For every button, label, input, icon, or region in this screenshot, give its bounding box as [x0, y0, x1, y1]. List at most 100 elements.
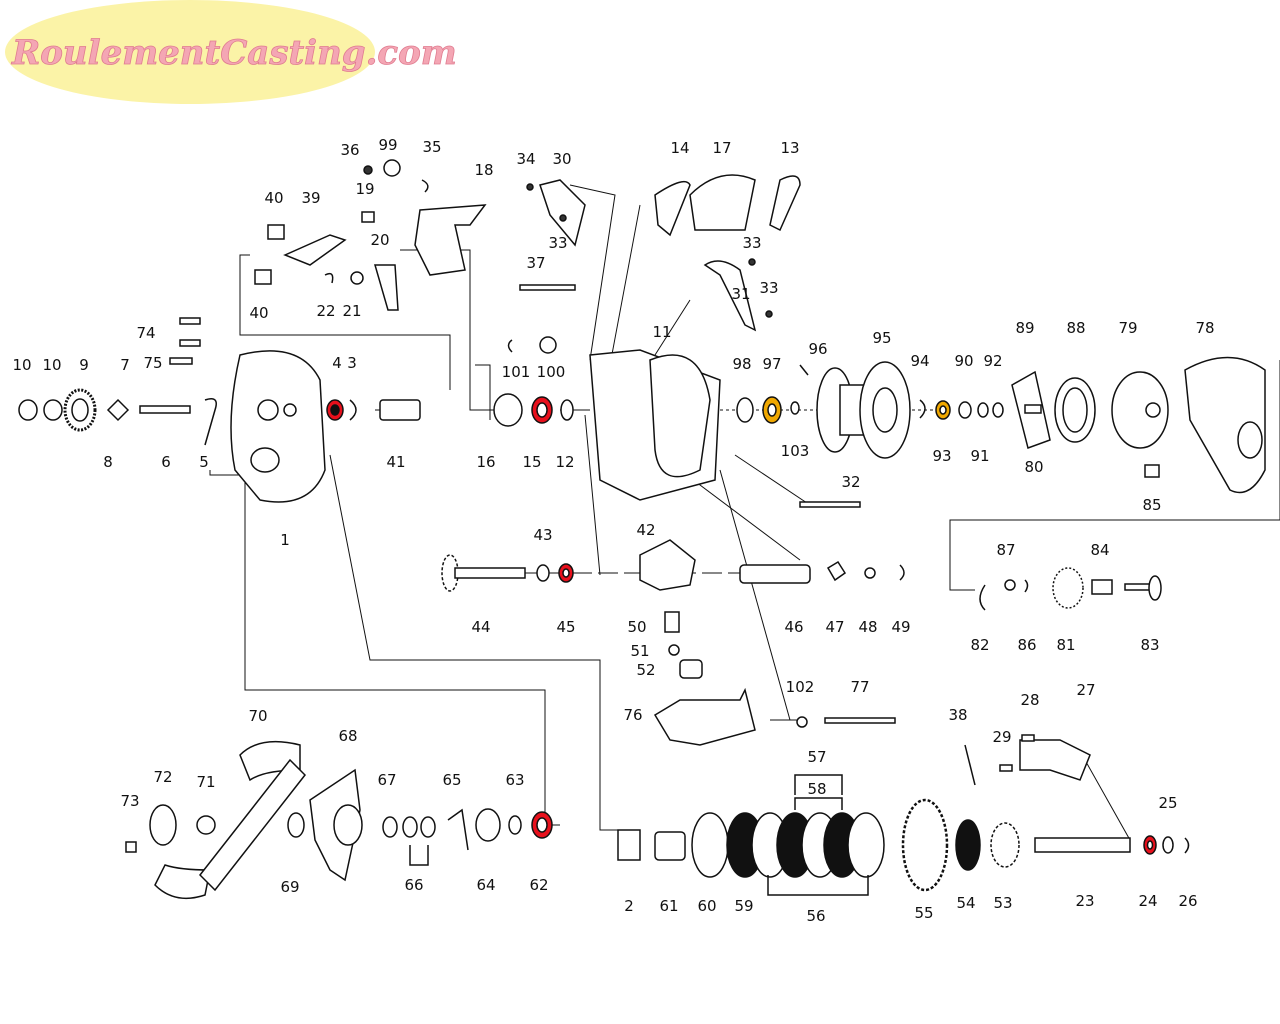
bearing-45-bore [562, 568, 570, 578]
washer-63 [508, 815, 522, 835]
part-label: 71 [196, 773, 215, 791]
part-label: 38 [948, 706, 967, 724]
screw-33a [559, 214, 567, 222]
part-14 [654, 180, 691, 237]
frame-76 [653, 687, 756, 746]
crank-hub [333, 804, 363, 846]
pawl-50 [664, 611, 680, 633]
part-label: 39 [301, 189, 320, 207]
part-label: 42 [636, 521, 655, 539]
part-label: 3 [347, 354, 357, 372]
part-label: 98 [732, 355, 751, 373]
part-label: 97 [762, 355, 781, 373]
clip-49 [899, 564, 905, 581]
part-label: 67 [377, 771, 396, 789]
bearing-4-bore [330, 404, 340, 416]
washer-43 [536, 564, 550, 582]
sleeve-61 [654, 831, 686, 861]
worm-shaft-44 [454, 567, 526, 579]
washer-10a [18, 399, 38, 421]
leader-line [609, 204, 641, 366]
ratchet-64 [475, 808, 501, 842]
spring-washer-66b [420, 816, 436, 838]
leader-line [584, 414, 601, 576]
part-label: 1 [280, 531, 290, 549]
clip-47 [826, 560, 847, 582]
bearing-93-bore [939, 405, 947, 415]
screw-74b [179, 339, 201, 347]
logo-ellipse [5, 0, 375, 104]
part-label: 28 [1020, 691, 1039, 709]
washer-60 [691, 812, 729, 878]
leader-line [569, 184, 616, 361]
part-label: 33 [759, 279, 778, 297]
part-label: 99 [378, 136, 397, 154]
frame-group [493, 174, 861, 508]
spool-group [736, 356, 1266, 494]
bearing-24-bore [1146, 840, 1154, 850]
plate-20 [374, 264, 399, 311]
part-label: 44 [471, 618, 490, 636]
handle-arm-70 [199, 758, 306, 892]
washer-21 [350, 271, 364, 285]
part-label: 59 [734, 897, 753, 915]
part-label: 32 [841, 473, 860, 491]
part-label: 51 [630, 642, 649, 660]
part-label: 15 [522, 453, 541, 471]
part-label: 31 [731, 285, 750, 303]
part-label: 4 [332, 354, 342, 372]
part-label: 86 [1017, 636, 1036, 654]
part-label: 50 [627, 618, 646, 636]
part-label: 35 [422, 138, 441, 156]
drive-group [125, 740, 1190, 900]
part-label: 90 [954, 352, 973, 370]
part-label: 52 [636, 661, 655, 679]
plate-72 [149, 804, 177, 846]
part-label: 70 [248, 707, 267, 725]
part-label: 45 [556, 618, 575, 636]
part-label: 18 [474, 161, 493, 179]
screw-29 [999, 764, 1013, 772]
pin-32 [799, 501, 861, 508]
part-label: 40 [249, 304, 268, 322]
spring-84 [1091, 579, 1113, 595]
part-label: 95 [872, 329, 891, 347]
part-label: 63 [505, 771, 524, 789]
part-label: 100 [537, 363, 566, 381]
bracket-56 [767, 875, 869, 896]
side-plate-knob-hole [1237, 421, 1263, 459]
screw-34 [526, 183, 534, 191]
leader-line [1084, 759, 1131, 841]
part-label: 102 [786, 678, 815, 696]
part-label: 10 [42, 356, 61, 374]
washer-51 [668, 644, 680, 656]
part-label: 56 [806, 907, 825, 925]
clip-22 [324, 272, 334, 284]
plate-31 [703, 260, 757, 332]
screw-36 [363, 165, 373, 175]
part-label: 33 [742, 234, 761, 252]
clip-3 [349, 399, 357, 421]
washer-100 [539, 336, 557, 354]
part-label: 23 [1075, 892, 1094, 910]
bracket-58 [794, 797, 843, 810]
part-label: 37 [526, 254, 545, 272]
bearing-62-bore [536, 817, 548, 833]
part-label: 11 [652, 323, 671, 341]
part-label: 60 [697, 897, 716, 915]
clip-5 [204, 398, 217, 446]
bearing-97-bore [767, 403, 777, 417]
part-label: 34 [516, 150, 535, 168]
part-label: 20 [370, 231, 389, 249]
roller-bearing-2 [617, 829, 641, 861]
spring-38 [964, 744, 976, 786]
part-label: 6 [161, 453, 171, 471]
part-label: 25 [1158, 794, 1177, 812]
clip-103 [790, 401, 800, 415]
part-label: 96 [808, 340, 827, 358]
left-side-group [18, 159, 487, 503]
part-label: 101 [502, 363, 531, 381]
part-label: 5 [199, 453, 209, 471]
leader-line [400, 249, 495, 411]
drag-washer-56c [847, 812, 885, 878]
